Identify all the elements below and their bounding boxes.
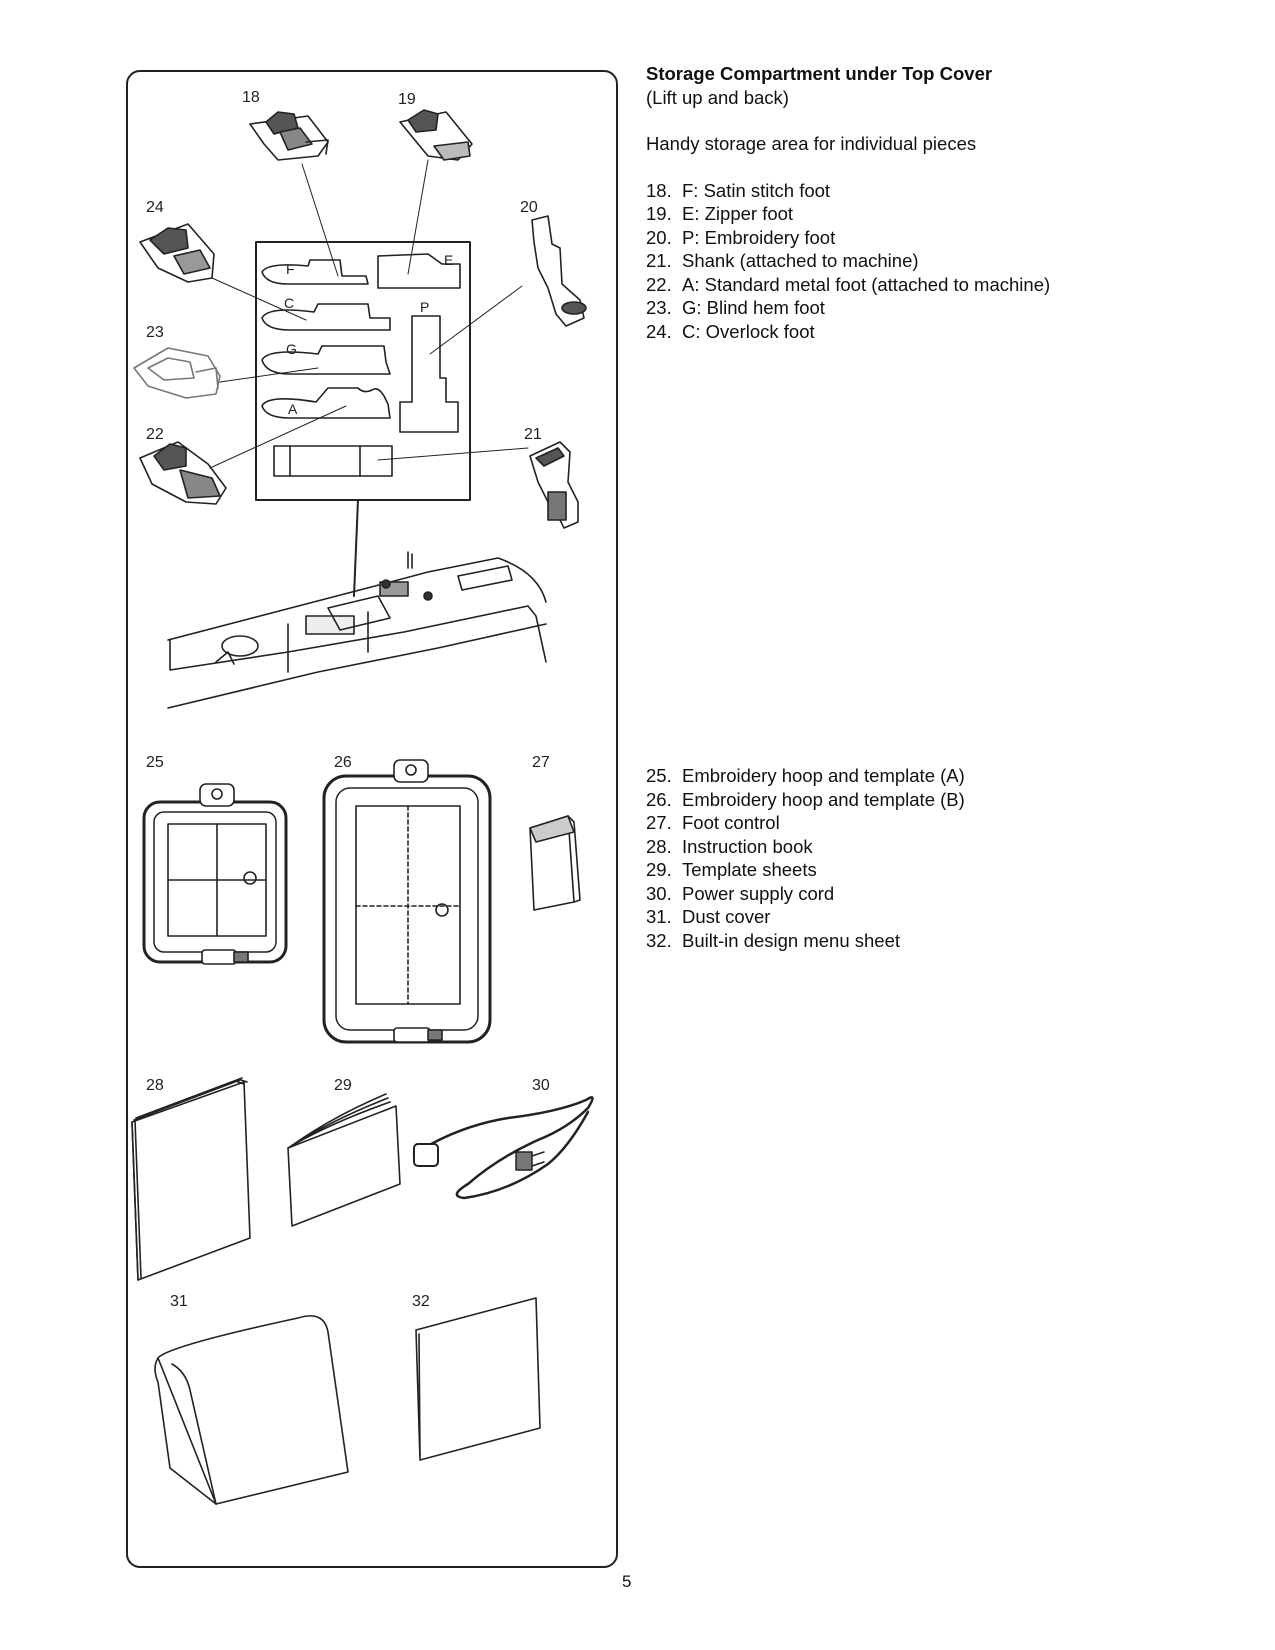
leader-lines xyxy=(209,159,529,597)
label-20: 20 xyxy=(520,199,538,216)
label-23: 23 xyxy=(146,324,164,341)
label-31: 31 xyxy=(170,1293,188,1310)
list-item: 25.Embroidery hoop and template (A) xyxy=(646,765,965,786)
list-item: 20.P: Embroidery foot xyxy=(646,226,836,248)
machine-top xyxy=(167,551,547,709)
label-32: 32 xyxy=(412,1293,430,1310)
parts-list-feet: 18.F: Satin stitch foot 19.E: Zipper foo… xyxy=(646,179,1246,344)
slot-letter-g: G xyxy=(286,341,297,357)
list-item: 26.Embroidery hoop and template (B) xyxy=(646,788,965,810)
label-29: 29 xyxy=(334,1077,352,1094)
standard-foot-22 xyxy=(139,441,227,505)
label-19: 19 xyxy=(398,91,416,108)
list-item: 23.G: Blind hem foot xyxy=(646,297,825,318)
list-item: 19.E: Zipper foot xyxy=(646,203,794,224)
label-22: 22 xyxy=(146,426,164,443)
label-24: 24 xyxy=(146,199,164,216)
section-storage-compartment: Storage Compartment under Top Cover (Lif… xyxy=(646,62,1246,343)
page-number: 5 xyxy=(622,1572,632,1591)
accessories-illustration: 18 19 24 20 23 22 21 xyxy=(126,70,618,1568)
section-accessories: 25.Embroidery hoop and template (A) 26.E… xyxy=(646,764,1246,952)
list-item: 30.Power supply cord xyxy=(646,882,835,904)
embroidery-hoop-a-25 xyxy=(142,783,288,965)
dust-cover-31 xyxy=(154,1315,349,1505)
label-21: 21 xyxy=(524,426,542,443)
section-title: Storage Compartment under Top Cover xyxy=(646,63,993,84)
satin-stitch-foot-18 xyxy=(249,111,329,161)
foot-control-27 xyxy=(529,815,581,911)
embroidery-hoop-b-26 xyxy=(322,759,492,1044)
list-item: 24.C: Overlock foot xyxy=(646,320,815,342)
section-description: Handy storage area for individual pieces xyxy=(646,133,977,154)
shank-21 xyxy=(529,441,579,529)
list-item: 22.A: Standard metal foot (attached to m… xyxy=(646,273,1051,295)
label-27: 27 xyxy=(532,754,550,771)
overlock-foot-24 xyxy=(139,223,215,283)
label-25: 25 xyxy=(146,754,164,771)
label-18: 18 xyxy=(242,89,260,106)
slot-letter-e: E xyxy=(444,252,453,268)
list-item: 31.Dust cover xyxy=(646,906,771,927)
list-item: 21.Shank (attached to machine) xyxy=(646,250,919,271)
label-30: 30 xyxy=(532,1077,550,1094)
zipper-foot-19 xyxy=(399,109,473,161)
list-item: 27.Foot control xyxy=(646,812,780,833)
design-menu-sheet-32 xyxy=(415,1297,541,1461)
blind-hem-foot-23 xyxy=(133,347,221,399)
list-item: 32.Built-in design menu sheet xyxy=(646,929,901,951)
embroidery-foot-20 xyxy=(531,215,587,327)
slot-letter-f: F xyxy=(286,261,295,277)
label-28: 28 xyxy=(146,1077,164,1094)
power-supply-cord-30 xyxy=(412,1096,594,1200)
list-item: 28.Instruction book xyxy=(646,835,813,857)
slot-letter-p: P xyxy=(420,299,429,315)
list-item: 18.F: Satin stitch foot xyxy=(646,179,831,201)
list-item: 29.Template sheets xyxy=(646,859,817,880)
slot-letter-c: C xyxy=(284,295,294,311)
parts-list-accessories: 25.Embroidery hoop and template (A) 26.E… xyxy=(646,764,1246,952)
template-sheets-29 xyxy=(287,1093,401,1227)
storage-tray: F E C P G A xyxy=(255,241,471,501)
instruction-book-28 xyxy=(131,1077,251,1281)
slot-letter-a: A xyxy=(288,401,298,417)
section-subtitle: (Lift up and back) xyxy=(646,86,789,108)
label-26: 26 xyxy=(334,754,352,771)
